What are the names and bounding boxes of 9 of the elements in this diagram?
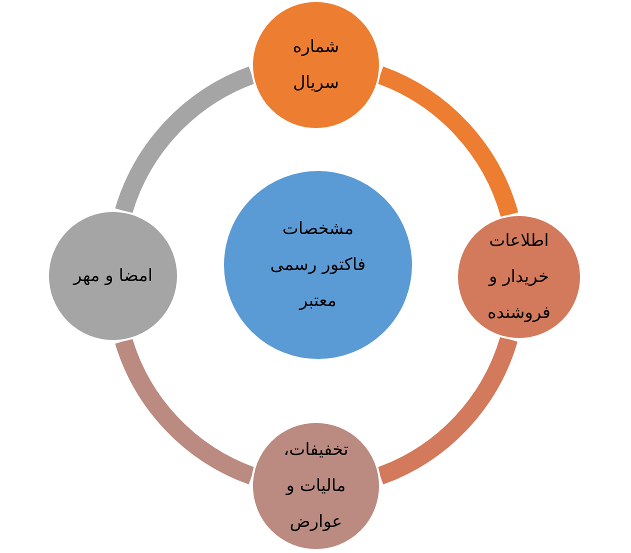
arc-connector xyxy=(376,336,518,484)
topic-circle: شماره سریال xyxy=(251,0,381,130)
topic-circle: تخفیفات، مالیات و عوارض xyxy=(251,421,381,551)
arc-connector xyxy=(115,66,256,214)
topic-circle: امضا و مهر xyxy=(47,210,179,342)
topic-circle: اطلاعات خریدار و فروشنده xyxy=(456,214,582,340)
center-circle: مشخصات فاکتور رسمی معتبر xyxy=(222,169,414,361)
arc-connector xyxy=(376,66,518,218)
arc-connector xyxy=(115,338,256,484)
